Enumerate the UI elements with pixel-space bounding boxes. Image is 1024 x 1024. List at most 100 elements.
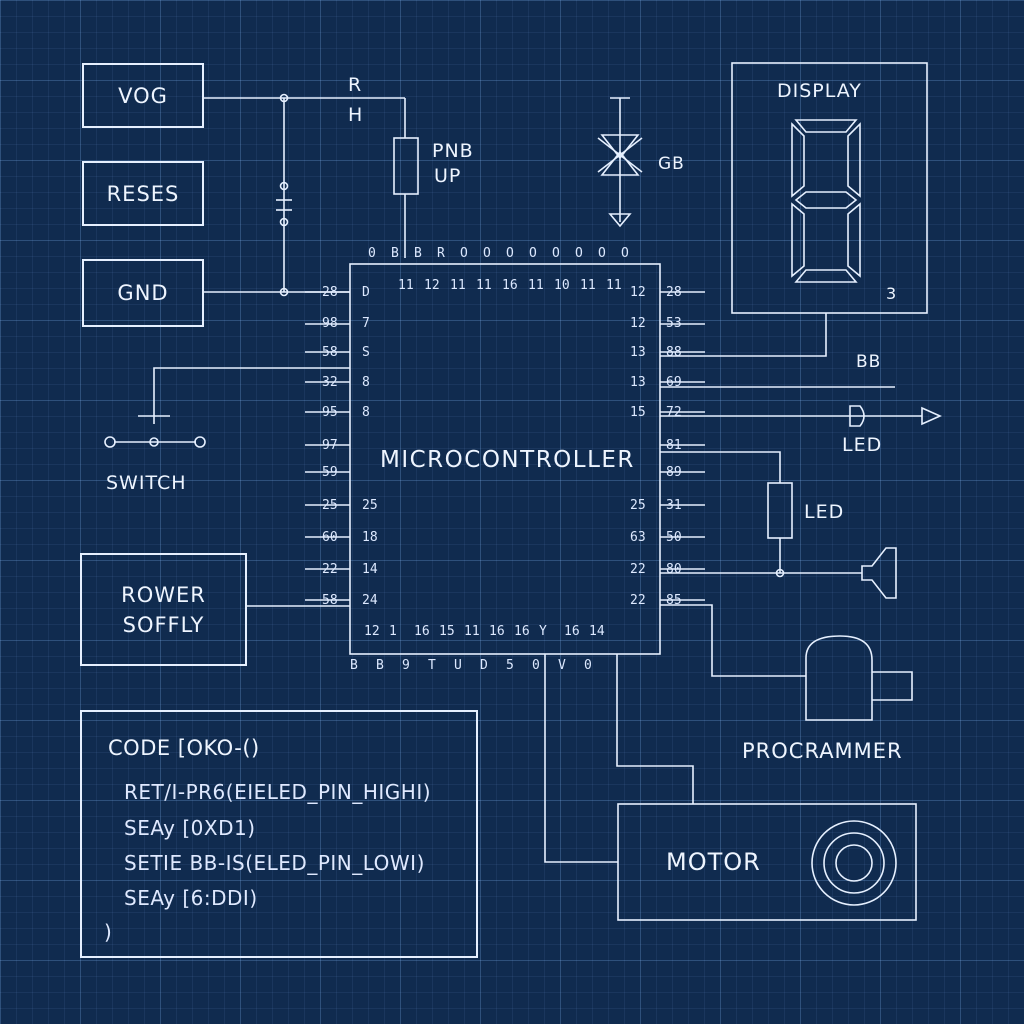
mcu-left-inner2-pin-2: 14 — [362, 562, 378, 577]
mcu-bottom-outer-pin-6: 5 — [506, 658, 514, 673]
mcu-top-outer-pin-3: R — [437, 246, 445, 261]
mcu-left-outer-pin-2: 58 — [322, 345, 338, 360]
power-line-1: ROWER — [121, 582, 206, 607]
mcu-top-outer-pin-10: O — [598, 246, 606, 261]
mcu-bottom-pin-5: 16 — [489, 624, 505, 639]
reset-label: RESES — [106, 181, 180, 206]
mcu-bottom-pin-7: Y — [539, 624, 547, 639]
mcu-top-outer-pin-7: O — [529, 246, 537, 261]
mcu-left-inner2-pin-3: 24 — [362, 593, 378, 608]
display-digit-label: 3 — [886, 284, 898, 303]
resistor-name-1: PNB — [432, 140, 474, 162]
mcu-left-outer-pin-0: 28 — [322, 285, 338, 300]
switch-label: SWITCH — [106, 472, 187, 494]
programmer-label: PROCRAMMER — [742, 739, 903, 763]
resistor-label-h: H — [348, 104, 364, 126]
motor-body — [617, 803, 917, 921]
display-title: DISPLAY — [777, 80, 862, 102]
switch-contact-right — [194, 436, 206, 448]
mcu-bottom-outer-pin-0: B — [350, 658, 358, 673]
diode-cross-2 — [597, 137, 643, 173]
mcu-top-outer-pin-2: B — [414, 246, 422, 261]
mcu-top-pin-0: 11 — [398, 278, 414, 293]
mcu-left-outer-pin-9: 22 — [322, 562, 338, 577]
mcu-top-outer-pin-8: O — [552, 246, 560, 261]
mcu-right-inner2-pin-2: 22 — [630, 562, 646, 577]
code-line-4: SEAy [6:DDI) — [124, 886, 258, 910]
power-supply-box: ROWER SOFFLY — [80, 553, 247, 666]
code-line-1: RET/I-PR6(EIELED_PIN_HIGHI) — [124, 780, 432, 804]
wire-switch — [153, 367, 350, 424]
mcu-right-outer-pin-1: 53 — [666, 316, 682, 331]
code-title: CODE [OKO-() — [108, 736, 260, 760]
wire-display — [660, 313, 827, 357]
node-speaker — [775, 568, 785, 578]
mcu-left-pins — [305, 291, 350, 601]
resistor-body-top — [393, 137, 419, 195]
mcu-right-outer-pin-5: 81 — [666, 438, 682, 453]
mcu-bottom-outer-pin-1: B — [376, 658, 384, 673]
mcu-left-inner2-pin-1: 18 — [362, 530, 378, 545]
mcu-bottom-pin-0: 12 — [364, 624, 380, 639]
output-arrow — [921, 406, 942, 426]
resistor-label-r: R — [348, 74, 363, 96]
motor-rotor-mid — [823, 832, 885, 894]
mcu-bottom-pin-4: 11 — [464, 624, 480, 639]
mcu-top-pin-6: 10 — [554, 278, 570, 293]
resistor-body-led — [767, 482, 793, 539]
motor-label: MOTOR — [666, 848, 761, 876]
mcu-bottom-pin-3: 15 — [439, 624, 455, 639]
diode-arrow — [608, 213, 632, 228]
node-vcc — [279, 93, 289, 103]
mcu-top-pin-1: 12 — [424, 278, 440, 293]
mcu-right-outer-pin-6: 89 — [666, 465, 682, 480]
code-line-5: ) — [104, 920, 113, 944]
mcu-top-pin-4: 16 — [502, 278, 518, 293]
mcu-left-outer-pin-7: 25 — [322, 498, 338, 513]
seven-segment-digit — [791, 119, 861, 283]
mcu-left-outer-pin-5: 97 — [322, 438, 338, 453]
mcu-left-outer-pin-1: 98 — [322, 316, 338, 331]
mcu-left-inner-pin-2: S — [362, 345, 370, 360]
mcu-left-inner-pin-4: 8 — [362, 405, 370, 420]
mcu-right-outer-pin-10: 85 — [666, 593, 682, 608]
mcu-top-pin-8: 11 — [606, 278, 622, 293]
mcu-bottom-pin-1: 1 — [389, 624, 397, 639]
mcu-top-outer-pin-1: B — [391, 246, 399, 261]
vcc-box: VOG — [82, 63, 204, 128]
diode-triangle-b — [600, 150, 640, 176]
gnd-label: GND — [117, 281, 169, 305]
mcu-right-outer-pin-7: 31 — [666, 498, 682, 513]
mcu-right-outer-pin-8: 50 — [666, 530, 682, 545]
mcu-right-inner-pin-3: 13 — [630, 375, 646, 390]
mcu-right-outer-pin-0: 28 — [666, 285, 682, 300]
mcu-right-inner-pin-0: 12 — [630, 285, 646, 300]
mcu-body — [349, 263, 661, 655]
diode-triangle-a — [600, 134, 640, 160]
mcu-top-outer-pin-11: O — [621, 246, 629, 261]
mcu-top-outer-pin-5: O — [483, 246, 491, 261]
code-line-3: SETIE BB-IS(ELED_PIN_LOWI) — [124, 851, 425, 875]
mcu-top-pin-7: 11 — [580, 278, 596, 293]
mcu-top-outer-pin-4: O — [460, 246, 468, 261]
mcu-right-outer-pin-3: 69 — [666, 375, 682, 390]
mcu-left-inner-pin-0: D — [362, 285, 370, 300]
vcc-label: VOG — [118, 83, 168, 108]
reset-box: RESES — [82, 161, 204, 226]
code-line-2: SEAy [0XD1) — [124, 816, 256, 840]
motor-rotor-inner — [835, 844, 873, 882]
mcu-top-outer-pin-9: O — [575, 246, 583, 261]
programmer-plug — [872, 671, 913, 701]
mcu-bottom-outer-pin-5: D — [480, 658, 488, 673]
mcu-right-inner-pin-1: 12 — [630, 316, 646, 331]
mcu-bottom-pin-2: 16 — [414, 624, 430, 639]
mcu-right-inner2-pin-3: 22 — [630, 593, 646, 608]
motor-rotor-outer — [811, 820, 897, 906]
mcu-bottom-outer-pin-9: 0 — [584, 658, 592, 673]
mcu-bottom-pin-9: 14 — [589, 624, 605, 639]
mcu-left-outer-pin-3: 32 — [322, 375, 338, 390]
wire-motor-b — [616, 654, 694, 804]
led-label-2: LED — [804, 501, 845, 523]
mcu-left-inner-pin-3: 8 — [362, 375, 370, 390]
